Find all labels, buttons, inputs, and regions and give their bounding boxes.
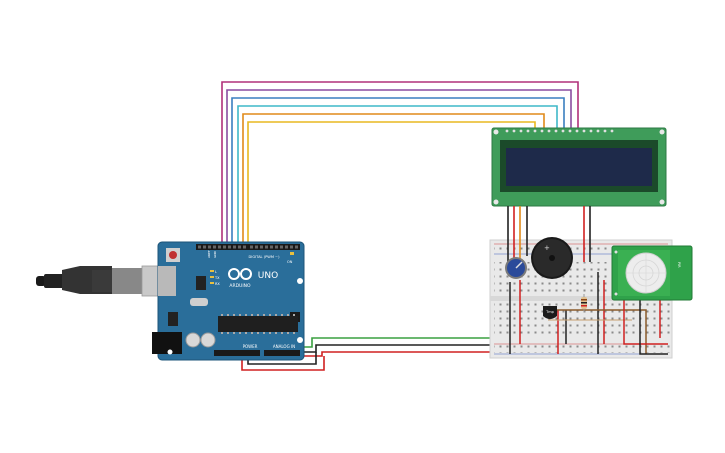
- analog-label: ANALOG IN: [273, 344, 295, 349]
- digital-label: DIGITAL (PWM ~): [249, 255, 281, 259]
- analog-header[interactable]: [264, 350, 300, 356]
- resistor[interactable]: [581, 294, 587, 312]
- lcd-pins[interactable]: [505, 129, 614, 133]
- temp-sensor-label: Tmp: [545, 310, 555, 314]
- arduino-uno-board[interactable]: ARDUINO UNO DIGITAL (PWM ~) AREF GND TX …: [152, 241, 305, 361]
- wire-yellow[interactable]: [247, 121, 536, 244]
- usb-cable[interactable]: [36, 265, 167, 297]
- rx-label: RX: [215, 282, 220, 286]
- svg-text:+: +: [544, 244, 550, 252]
- pir-label: PIR: [677, 262, 681, 268]
- lcd-data-wires[interactable]: [221, 81, 579, 244]
- wire-cyan[interactable]: [237, 105, 558, 244]
- power-header[interactable]: [214, 350, 260, 356]
- l-label: L: [215, 270, 217, 274]
- wire-blue[interactable]: [231, 97, 565, 244]
- wire-red-5v[interactable]: [300, 351, 495, 357]
- lcd-screen: [506, 148, 652, 186]
- digital-header[interactable]: [196, 244, 300, 250]
- gnd-label: GND: [213, 250, 217, 258]
- lcd-power-wires[interactable]: [507, 206, 591, 262]
- breadboard-wires[interactable]: [509, 272, 668, 355]
- wire-magenta[interactable]: [221, 81, 579, 244]
- piezo-buzzer[interactable]: +: [531, 237, 573, 279]
- potentiometer[interactable]: [505, 257, 527, 279]
- wire-red-5v-loop[interactable]: [241, 354, 325, 371]
- temperature-sensor[interactable]: Tmp: [543, 306, 557, 319]
- wire-purple[interactable]: [226, 89, 572, 244]
- atmega-chip: [218, 316, 298, 332]
- tx-label: TX: [214, 276, 220, 280]
- wire-orange[interactable]: [242, 113, 545, 244]
- wire-black-gnd[interactable]: [300, 344, 495, 353]
- power-label: POWER: [243, 344, 258, 349]
- lcd-display[interactable]: [491, 127, 667, 207]
- on-label: ON: [287, 260, 293, 264]
- aref-label: AREF: [207, 250, 211, 258]
- arduino-model: UNO: [258, 271, 278, 281]
- arduino-logo-text: ARDUINO: [229, 283, 251, 289]
- arduino-logo-icon: [228, 268, 252, 280]
- pir-sensor[interactable]: PIR: [611, 245, 693, 301]
- power-jack[interactable]: [152, 332, 182, 354]
